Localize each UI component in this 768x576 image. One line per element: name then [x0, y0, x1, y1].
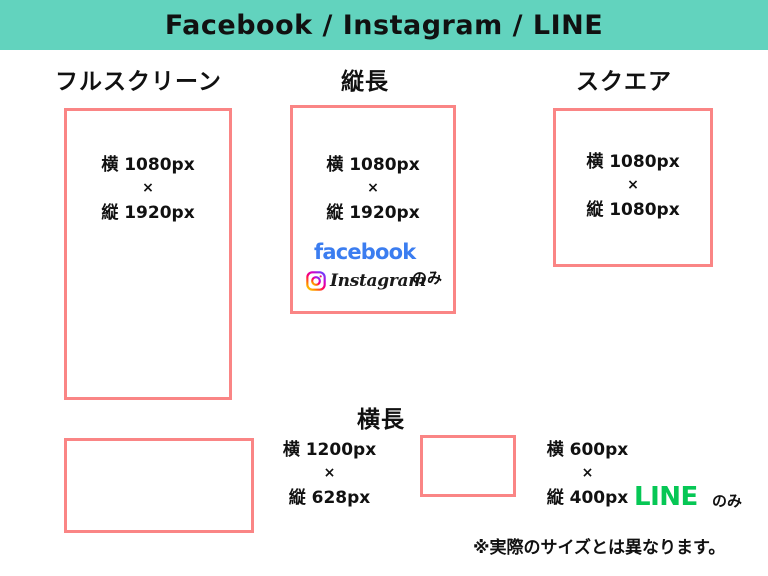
dimension-times-vertical: ×: [367, 180, 379, 197]
dimension-times-landscape-small: ×: [581, 465, 594, 482]
dimension-times-square: ×: [627, 177, 639, 194]
dimension-height-landscape-large: 縦 628px: [288, 488, 371, 509]
section-heading-square: スクエア: [576, 69, 672, 95]
dimensions-landscape-small: 横 600px × 縦 400px: [530, 437, 645, 511]
instagram-wordmark: Instagram: [330, 271, 426, 291]
section-heading-landscape: 横長: [357, 407, 405, 433]
dimension-times-fullscreen: ×: [142, 180, 154, 197]
dimension-width-fullscreen: 横 1080px: [101, 155, 195, 175]
brand-group-facebook-instagram: facebook Instagram のみ: [300, 240, 455, 308]
page-title: Facebook / Instagram / LINE: [164, 9, 604, 41]
header-banner: Facebook / Instagram / LINE: [0, 0, 768, 50]
size-box-landscape-small: [420, 435, 516, 497]
facebook-instagram-only-label: のみ: [412, 269, 443, 287]
dimension-height-square: 縦 1080px: [586, 200, 680, 221]
dimensions-fullscreen: 横 1080px × 縦 1920px: [64, 152, 232, 226]
instagram-logo: Instagram: [306, 271, 426, 291]
dimension-width-square: 横 1080px: [586, 152, 680, 172]
dimension-width-vertical: 横 1080px: [326, 155, 420, 175]
section-heading-vertical: 縦長: [341, 69, 389, 95]
dimension-height-fullscreen: 縦 1920px: [101, 203, 195, 224]
size-box-fullscreen: [64, 108, 232, 400]
size-box-square: [553, 108, 713, 267]
dimensions-landscape-large: 横 1200px × 縦 628px: [262, 437, 397, 511]
line-only-label: のみ: [712, 492, 743, 510]
line-logo: LINE: [634, 482, 698, 512]
section-heading-fullscreen: フルスクリーン: [55, 69, 222, 95]
dimensions-vertical: 横 1080px × 縦 1920px: [290, 152, 456, 226]
footnote-disclaimer: ※実際のサイズとは異なります。: [473, 538, 726, 558]
dimensions-square: 横 1080px × 縦 1080px: [553, 149, 713, 223]
size-box-vertical: [290, 105, 456, 314]
dimension-height-vertical: 縦 1920px: [326, 203, 420, 224]
dimension-width-landscape-large: 横 1200px: [282, 440, 377, 460]
dimension-times-landscape-large: ×: [323, 465, 336, 482]
size-box-landscape-large: [64, 438, 254, 533]
dimension-width-landscape-small: 横 600px: [546, 440, 629, 460]
instagram-icon: [306, 271, 326, 291]
facebook-logo: facebook: [314, 240, 416, 264]
dimension-height-landscape-small: 縦 400px: [546, 488, 629, 509]
